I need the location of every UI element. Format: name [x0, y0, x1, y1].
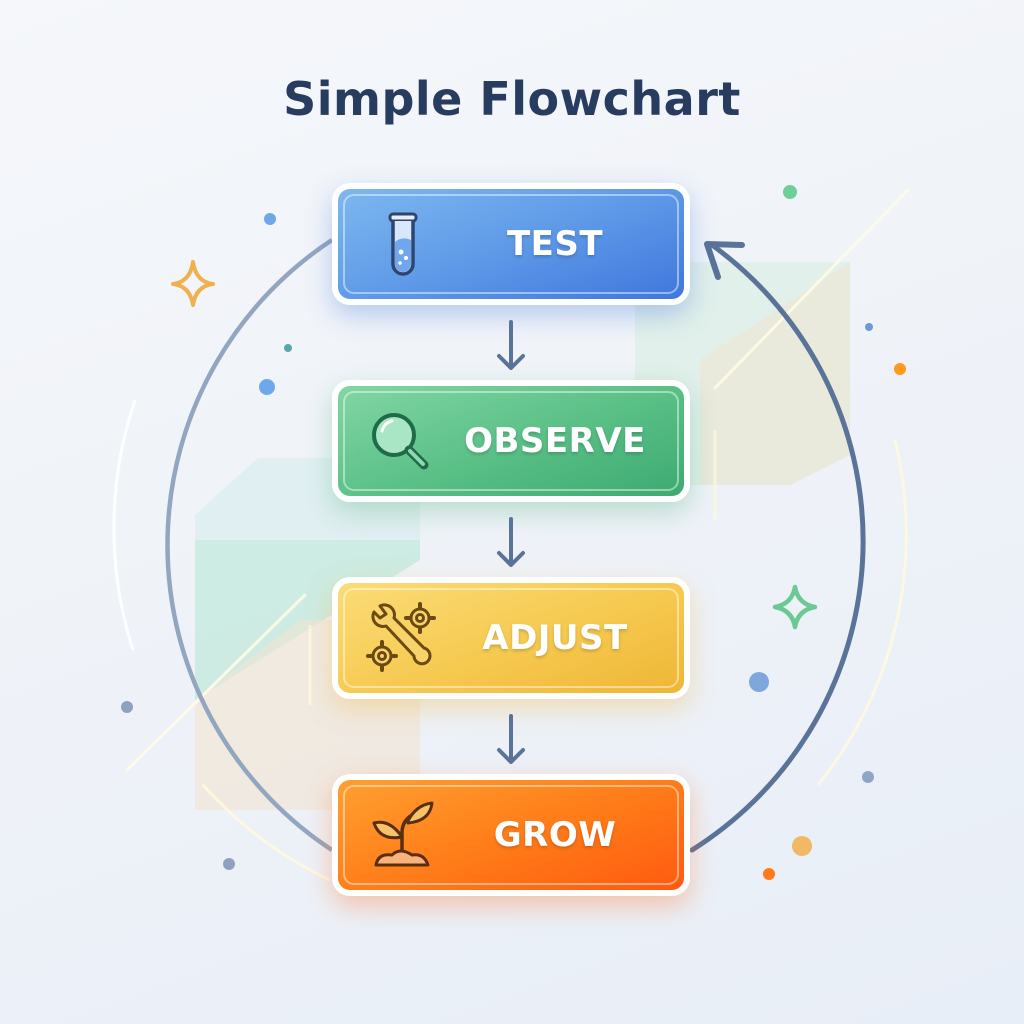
arrow-down-icon: [497, 714, 525, 764]
step-grow[interactable]: GROW: [332, 774, 690, 896]
step-label: ADJUST: [482, 618, 628, 658]
loop-arrowhead-icon: [704, 241, 745, 280]
test-tube-icon: [388, 212, 418, 276]
arrow-down-icon: [497, 517, 525, 567]
step-observe[interactable]: OBSERVE: [332, 380, 690, 502]
arrow-down-icon: [497, 320, 525, 370]
step-label: TEST: [506, 224, 604, 264]
sparkle-icon: [171, 260, 215, 307]
sprout-icon: [372, 801, 434, 867]
loop-arc-left: [165, 238, 334, 852]
step-label: GROW: [493, 815, 617, 855]
wrench-gears-icon: [366, 602, 436, 672]
loop-arc-right: [689, 242, 866, 853]
sparkle-icon: [772, 584, 818, 630]
step-label: OBSERVE: [464, 421, 646, 461]
step-adjust[interactable]: ADJUST: [332, 577, 690, 699]
magnifier-icon: [372, 413, 429, 470]
page-title: Simple Flowchart: [283, 72, 741, 126]
step-test[interactable]: TEST: [332, 183, 690, 305]
